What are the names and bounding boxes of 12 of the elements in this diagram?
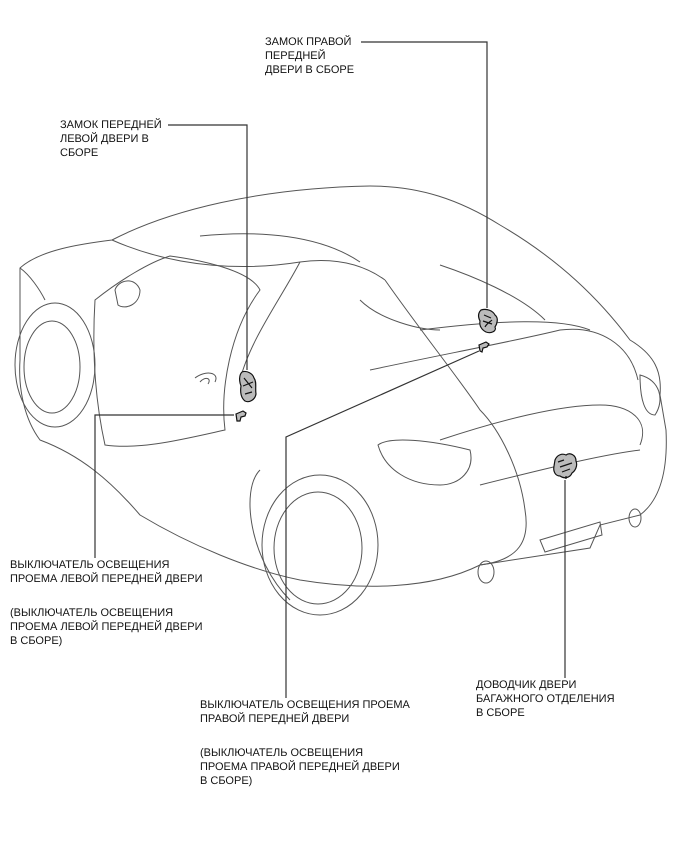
callout-label: (ВЫКЛЮЧАТЕЛЬ ОСВЕЩЕНИЯ ПРОЕМА ПРАВОЙ ПЕРЕДНЕЙ ДВЕРИ В СБОРЕ) <box>200 746 401 788</box>
leader-line <box>361 41 488 308</box>
callout-label: ВЫКЛЮЧАТЕЛЬ ОСВЕЩЕНИЯ ПРОЕМА ЛЕВОЙ ПЕРЕДНЕЙ ДВЕРИ <box>10 558 204 586</box>
callout-label: (ВЫКЛЮЧАТЕЛЬ ОСВЕЩЕНИЯ ПРОЕМА ЛЕВОЙ ПЕРЕДНЕЙ ДВЕРИ В СБОРЕ) <box>10 606 204 648</box>
callout-label: ЗАМОК ПЕРЕДНЕЙ ЛЕВОЙ ДВЕРИ В СБОРЕ <box>60 118 163 160</box>
leader-line <box>94 414 234 558</box>
leader-line <box>285 350 480 698</box>
callout-label: ВЫКЛЮЧАТЕЛЬ ОСВЕЩЕНИЯ ПРОЕМА ПРАВОЙ ПЕРЕДНЕЙ ДВЕРИ <box>200 698 410 726</box>
callout-label: ДОВОДЧИК ДВЕРИ БАГАЖНОГО ОТДЕЛЕНИЯ В СБОРЕ <box>476 678 616 720</box>
callout-label: ЗАМОК ПРАВОЙ ПЕРЕДНЕЙ ДВЕРИ В СБОРЕ <box>265 35 356 77</box>
leader-line <box>168 124 248 370</box>
leader-line <box>564 480 566 678</box>
